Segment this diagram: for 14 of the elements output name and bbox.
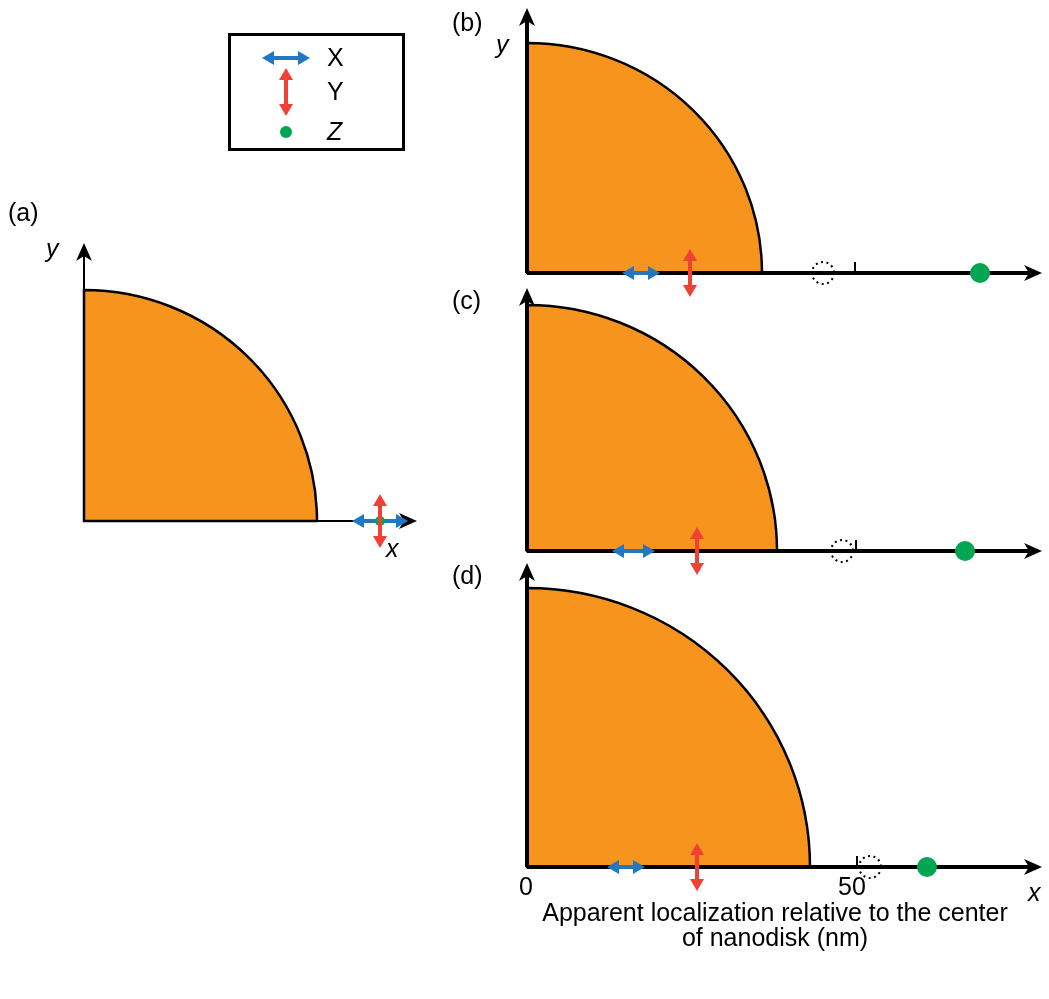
tick-label: 0 (519, 874, 533, 899)
legend-label: Z (327, 119, 343, 144)
panel-label: (c) (452, 288, 482, 313)
axis-label: y (46, 236, 59, 261)
legend-label: X (327, 45, 344, 70)
panel-label: (b) (452, 10, 483, 35)
axis-label: y (496, 32, 509, 57)
axis-title: Apparent localization relative to the center of nanodisk (nm) (541, 900, 1009, 950)
tick-label: 50 (838, 874, 866, 899)
axis-label: x (1028, 880, 1041, 905)
panel-label: (a) (8, 200, 39, 225)
panel-label: (d) (452, 563, 483, 588)
axis-label: x (386, 536, 399, 561)
legend-label: Y (327, 79, 344, 104)
